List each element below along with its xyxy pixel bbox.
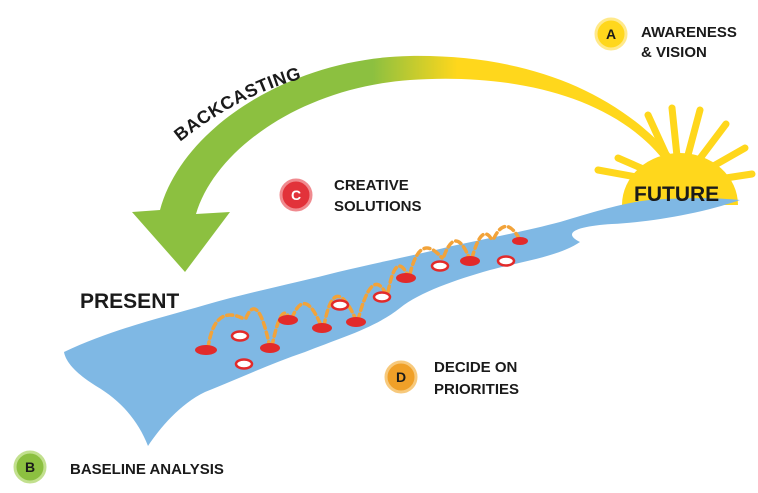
- step-c-line2: SOLUTIONS: [334, 198, 422, 215]
- step-c: C CREATIVE SOLUTIONS: [279, 177, 422, 215]
- badge-b-letter: B: [25, 459, 35, 475]
- stepping-stone: [346, 317, 366, 327]
- badge-d-letter: D: [396, 369, 406, 385]
- stepping-stone: [512, 237, 528, 245]
- stepping-stone: [195, 345, 217, 355]
- stepping-stone: [460, 256, 480, 266]
- badge-c: [279, 178, 313, 212]
- badge-b: [13, 450, 47, 484]
- stepping-stone: [278, 315, 298, 325]
- stepping-stone: [496, 255, 516, 267]
- future-label: FUTURE: [634, 183, 719, 206]
- stepping-stones: [195, 237, 528, 370]
- step-d-line2: PRIORITIES: [434, 381, 519, 398]
- stepping-stone: [260, 343, 280, 353]
- stepping-stone: [372, 291, 392, 303]
- backcasting-arrow: [132, 55, 698, 272]
- step-a-line2: & VISION: [641, 44, 707, 61]
- step-b: B BASELINE ANALYSIS: [13, 450, 224, 484]
- step-d: D DECIDE ON PRIORITIES: [384, 359, 519, 398]
- step-a-line1: AWARENESS: [641, 24, 737, 41]
- badge-a-letter: A: [606, 26, 616, 42]
- stepping-stone: [330, 299, 350, 311]
- stepping-stone: [230, 330, 250, 342]
- stepping-path: [206, 224, 522, 350]
- step-d-line1: DECIDE ON: [434, 359, 517, 376]
- stepping-stone: [312, 323, 332, 333]
- stepping-stone: [430, 260, 450, 272]
- badge-c-letter: C: [291, 187, 301, 203]
- step-c-line1: CREATIVE: [334, 177, 409, 194]
- badge-d: [384, 360, 418, 394]
- step-a: A AWARENESS & VISION: [594, 17, 737, 61]
- badge-a: [594, 17, 628, 51]
- stepping-stone: [234, 358, 254, 370]
- river: [64, 198, 740, 446]
- present-label: PRESENT: [80, 290, 179, 313]
- stepping-stone: [396, 273, 416, 283]
- step-b-label: BASELINE ANALYSIS: [70, 461, 224, 478]
